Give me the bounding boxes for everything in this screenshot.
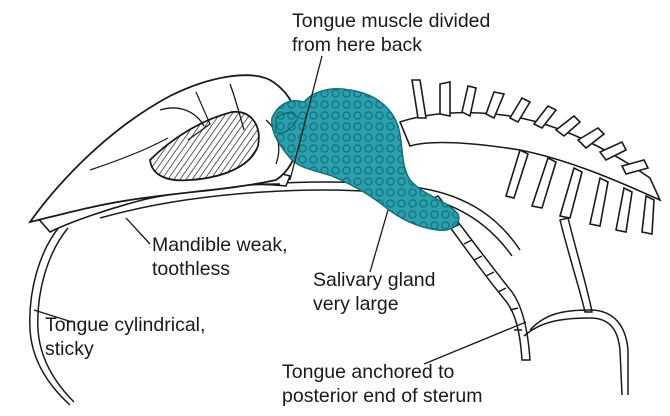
leader-tongue-anchor (424, 322, 526, 364)
skull (30, 75, 298, 222)
label-tongue-muscle-divided: Tongue muscle divided from here back (292, 9, 490, 57)
leader-mandible (126, 218, 150, 244)
label-tongue-anchored: Tongue anchored to posterior end of ster… (282, 360, 483, 408)
label-tongue-cylindrical: Tongue cylindrical, sticky (45, 313, 205, 361)
leader-salivary (370, 210, 388, 272)
label-mandible: Mandible weak, toothless (152, 233, 288, 281)
salivary-gland (272, 89, 459, 231)
label-salivary-gland: Salivary gland very large (313, 268, 435, 316)
